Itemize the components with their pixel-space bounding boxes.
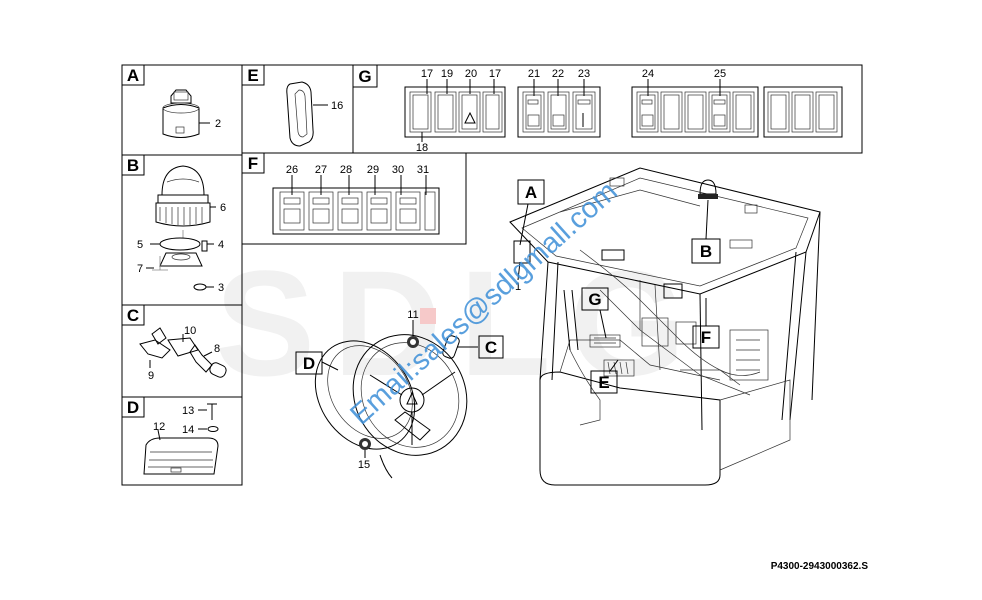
switch-panel-f-drawing <box>272 175 440 235</box>
callout-29: 29 <box>367 164 379 176</box>
location-label-f: F <box>692 298 720 349</box>
svg-text:G: G <box>358 67 371 86</box>
location-label-a: A <box>517 179 545 246</box>
callout-13: 13 <box>182 405 194 417</box>
svg-text:D: D <box>303 354 315 373</box>
callout-14: 14 <box>182 424 194 436</box>
svg-text:A: A <box>525 183 537 202</box>
callout-25: 25 <box>714 68 726 80</box>
callout-9: 9 <box>148 370 154 382</box>
svg-text:E: E <box>598 373 609 392</box>
panel-letter-g: G <box>352 64 378 88</box>
location-label-c: C <box>478 335 504 359</box>
svg-text:C: C <box>485 338 497 357</box>
callout-12: 12 <box>153 421 165 433</box>
callout-2: 2 <box>215 118 221 130</box>
svg-text:F: F <box>248 154 258 173</box>
callout-30: 30 <box>392 164 404 176</box>
callout-23: 23 <box>578 68 590 80</box>
svg-text:C: C <box>127 306 139 325</box>
location-label-e: E <box>590 359 619 394</box>
callout-4: 4 <box>218 239 224 251</box>
logo-red-mark <box>420 308 436 324</box>
panel-letter-e: E <box>241 64 265 86</box>
callout-31: 31 <box>417 164 429 176</box>
callout-17-right: 17 <box>489 68 501 80</box>
callout-1: 1 <box>515 281 521 293</box>
socket-part-drawing <box>162 89 210 138</box>
callout-8: 8 <box>214 343 220 355</box>
connector-part-drawing <box>139 327 227 378</box>
callout-5: 5 <box>137 239 143 251</box>
callout-15: 15 <box>358 459 370 471</box>
panel-letter-b: B <box>121 154 145 176</box>
callout-7: 7 <box>137 263 143 275</box>
lamp-part-drawing <box>143 403 219 475</box>
svg-text:F: F <box>701 328 711 347</box>
drawing-id: P4300-2943000362.S <box>771 561 869 572</box>
svg-text:D: D <box>127 398 139 417</box>
callout-27: 27 <box>315 164 327 176</box>
handle-part-drawing <box>286 81 328 147</box>
svg-text:B: B <box>700 242 712 261</box>
callout-11: 11 <box>407 309 418 321</box>
svg-text:A: A <box>127 66 139 85</box>
callout-21: 21 <box>528 68 540 80</box>
panel-letter-a: A <box>121 64 145 86</box>
panel-letter-f: F <box>241 152 265 174</box>
callout-20: 20 <box>465 68 477 80</box>
panel-frames <box>121 64 863 486</box>
callout-10: 10 <box>184 325 196 337</box>
callout-3: 3 <box>218 282 224 294</box>
location-label-b: B <box>691 199 721 264</box>
switch-panel-g-drawing <box>404 79 843 142</box>
beacon-part-drawing <box>146 165 216 291</box>
location-label-g: G <box>581 287 609 339</box>
callout-18: 18 <box>416 142 428 154</box>
callout-16: 16 <box>331 100 343 112</box>
callout-28: 28 <box>340 164 352 176</box>
svg-text:B: B <box>127 156 139 175</box>
callout-6: 6 <box>220 202 226 214</box>
callout-24: 24 <box>642 68 654 80</box>
location-label-d: D <box>295 351 323 375</box>
callout-19: 19 <box>441 68 453 80</box>
callout-17-left: 17 <box>421 68 433 80</box>
panel-letter-c: C <box>121 304 145 326</box>
svg-text:G: G <box>588 290 601 309</box>
cab-drawing <box>509 167 821 486</box>
callout-22: 22 <box>552 68 564 80</box>
svg-text:E: E <box>247 66 258 85</box>
steering-wheel-drawing <box>314 320 478 479</box>
panel-letter-d: D <box>121 396 145 418</box>
callout-26: 26 <box>286 164 298 176</box>
